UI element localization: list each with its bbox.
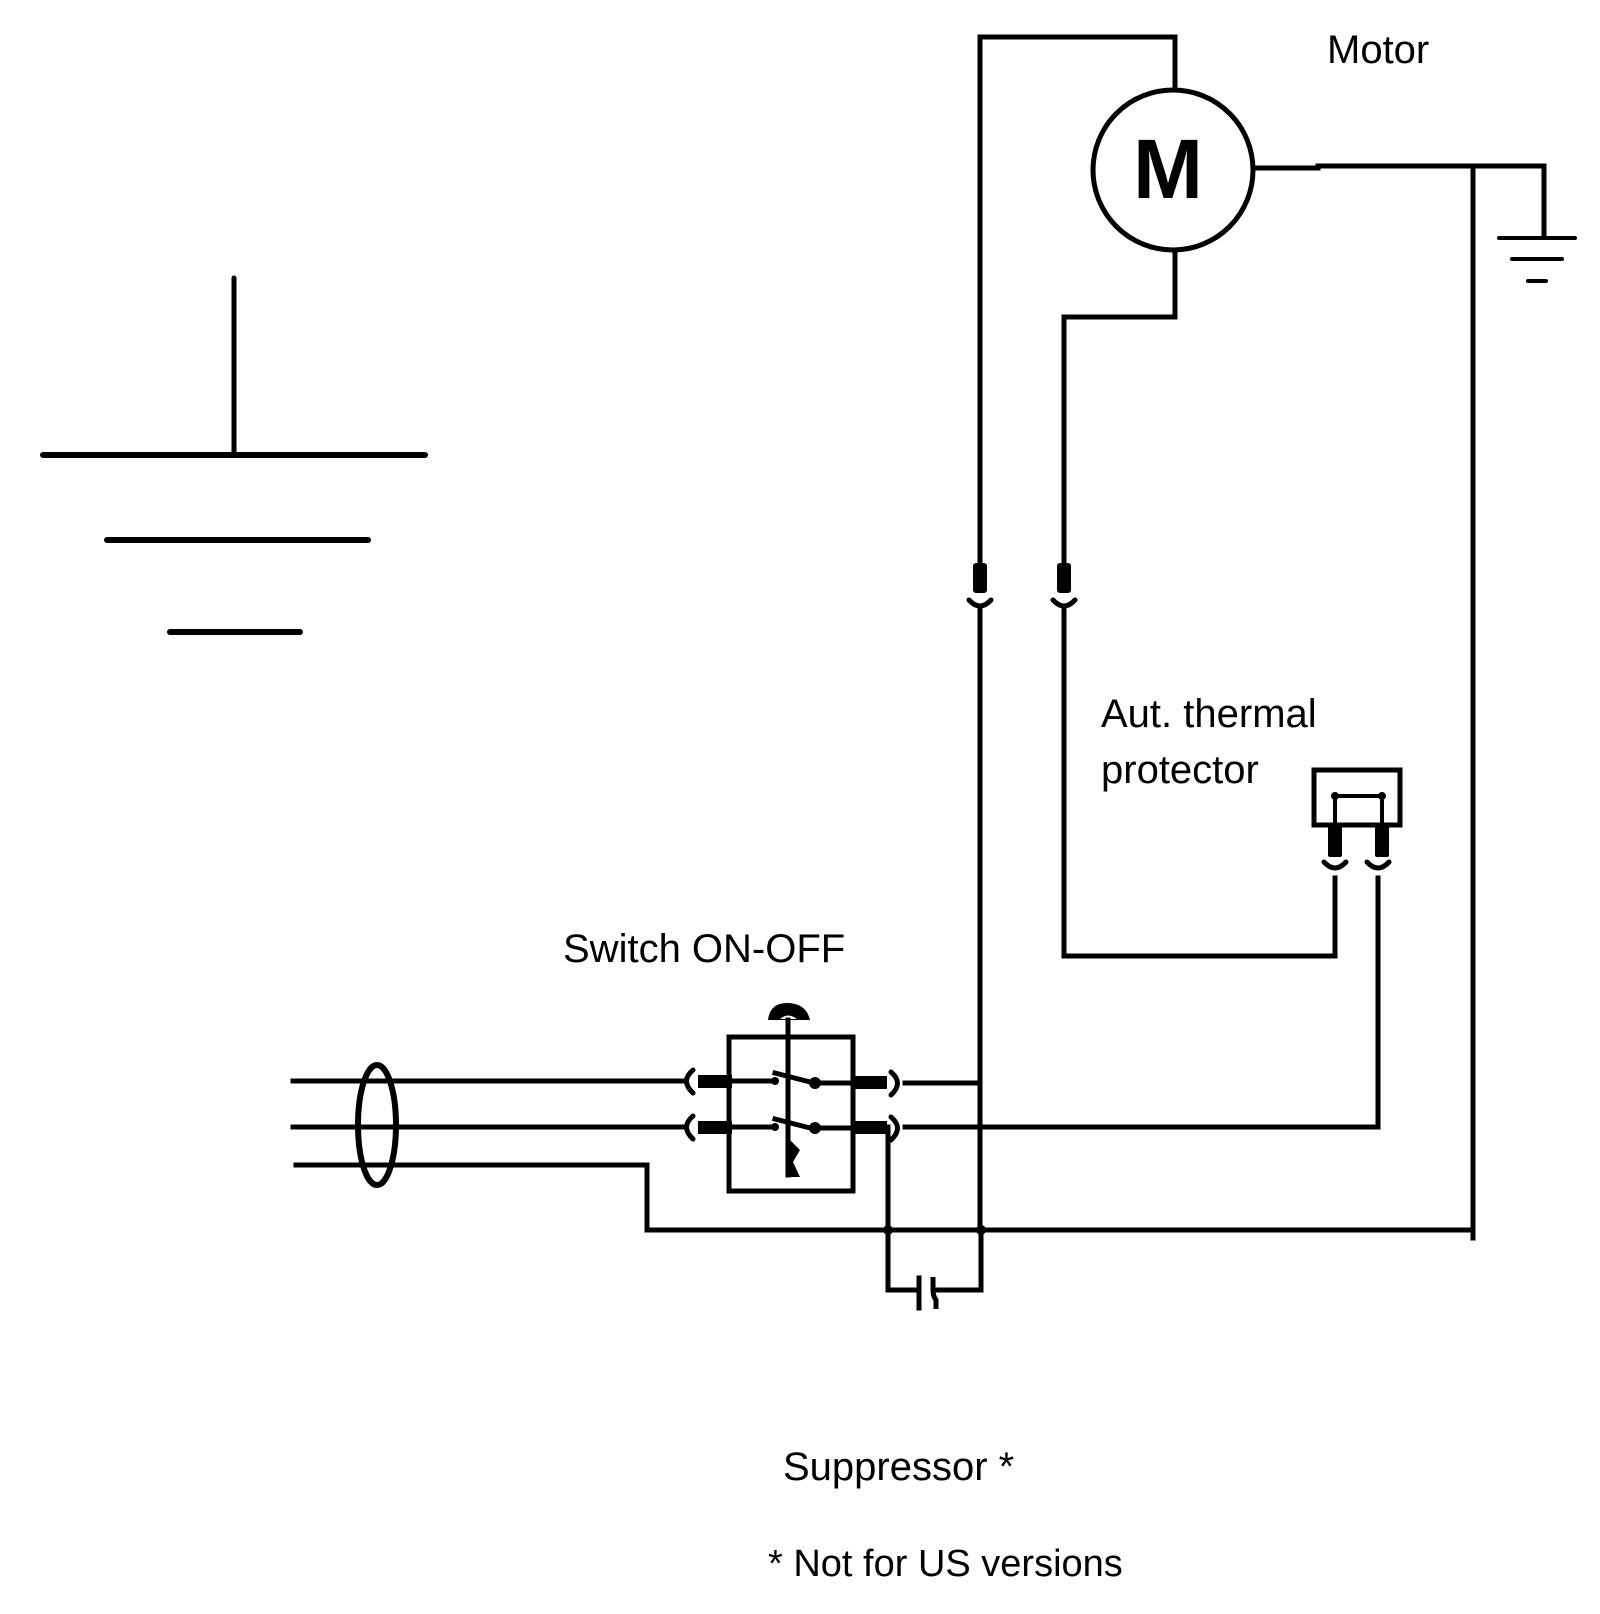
suppressor-label: Suppressor * <box>783 1445 1014 1489</box>
motor-label: Motor <box>1327 28 1429 72</box>
switch-on-off: Switch ON-OFF <box>563 927 900 1194</box>
power-cord <box>355 1062 399 1188</box>
motor: M Motor <box>1090 28 1429 253</box>
motor-letter: M <box>1133 122 1203 216</box>
cable-bundle-ellipse <box>355 1062 399 1188</box>
connector-pair-upper <box>966 563 1078 609</box>
thermal-protector-label-line2: protector <box>1101 748 1259 792</box>
wires <box>290 34 1547 1293</box>
thermal-protector: Aut. thermal protector <box>1101 692 1403 871</box>
thermal-protector-label-line1: Aut. thermal <box>1101 692 1317 736</box>
ground-symbol-large <box>40 275 428 635</box>
footnote: * Not for US versions <box>768 1543 1123 1585</box>
suppressor-capacitor <box>883 1225 986 1311</box>
ground-symbol-small <box>1497 236 1577 283</box>
switch-label: Switch ON-OFF <box>563 927 845 971</box>
